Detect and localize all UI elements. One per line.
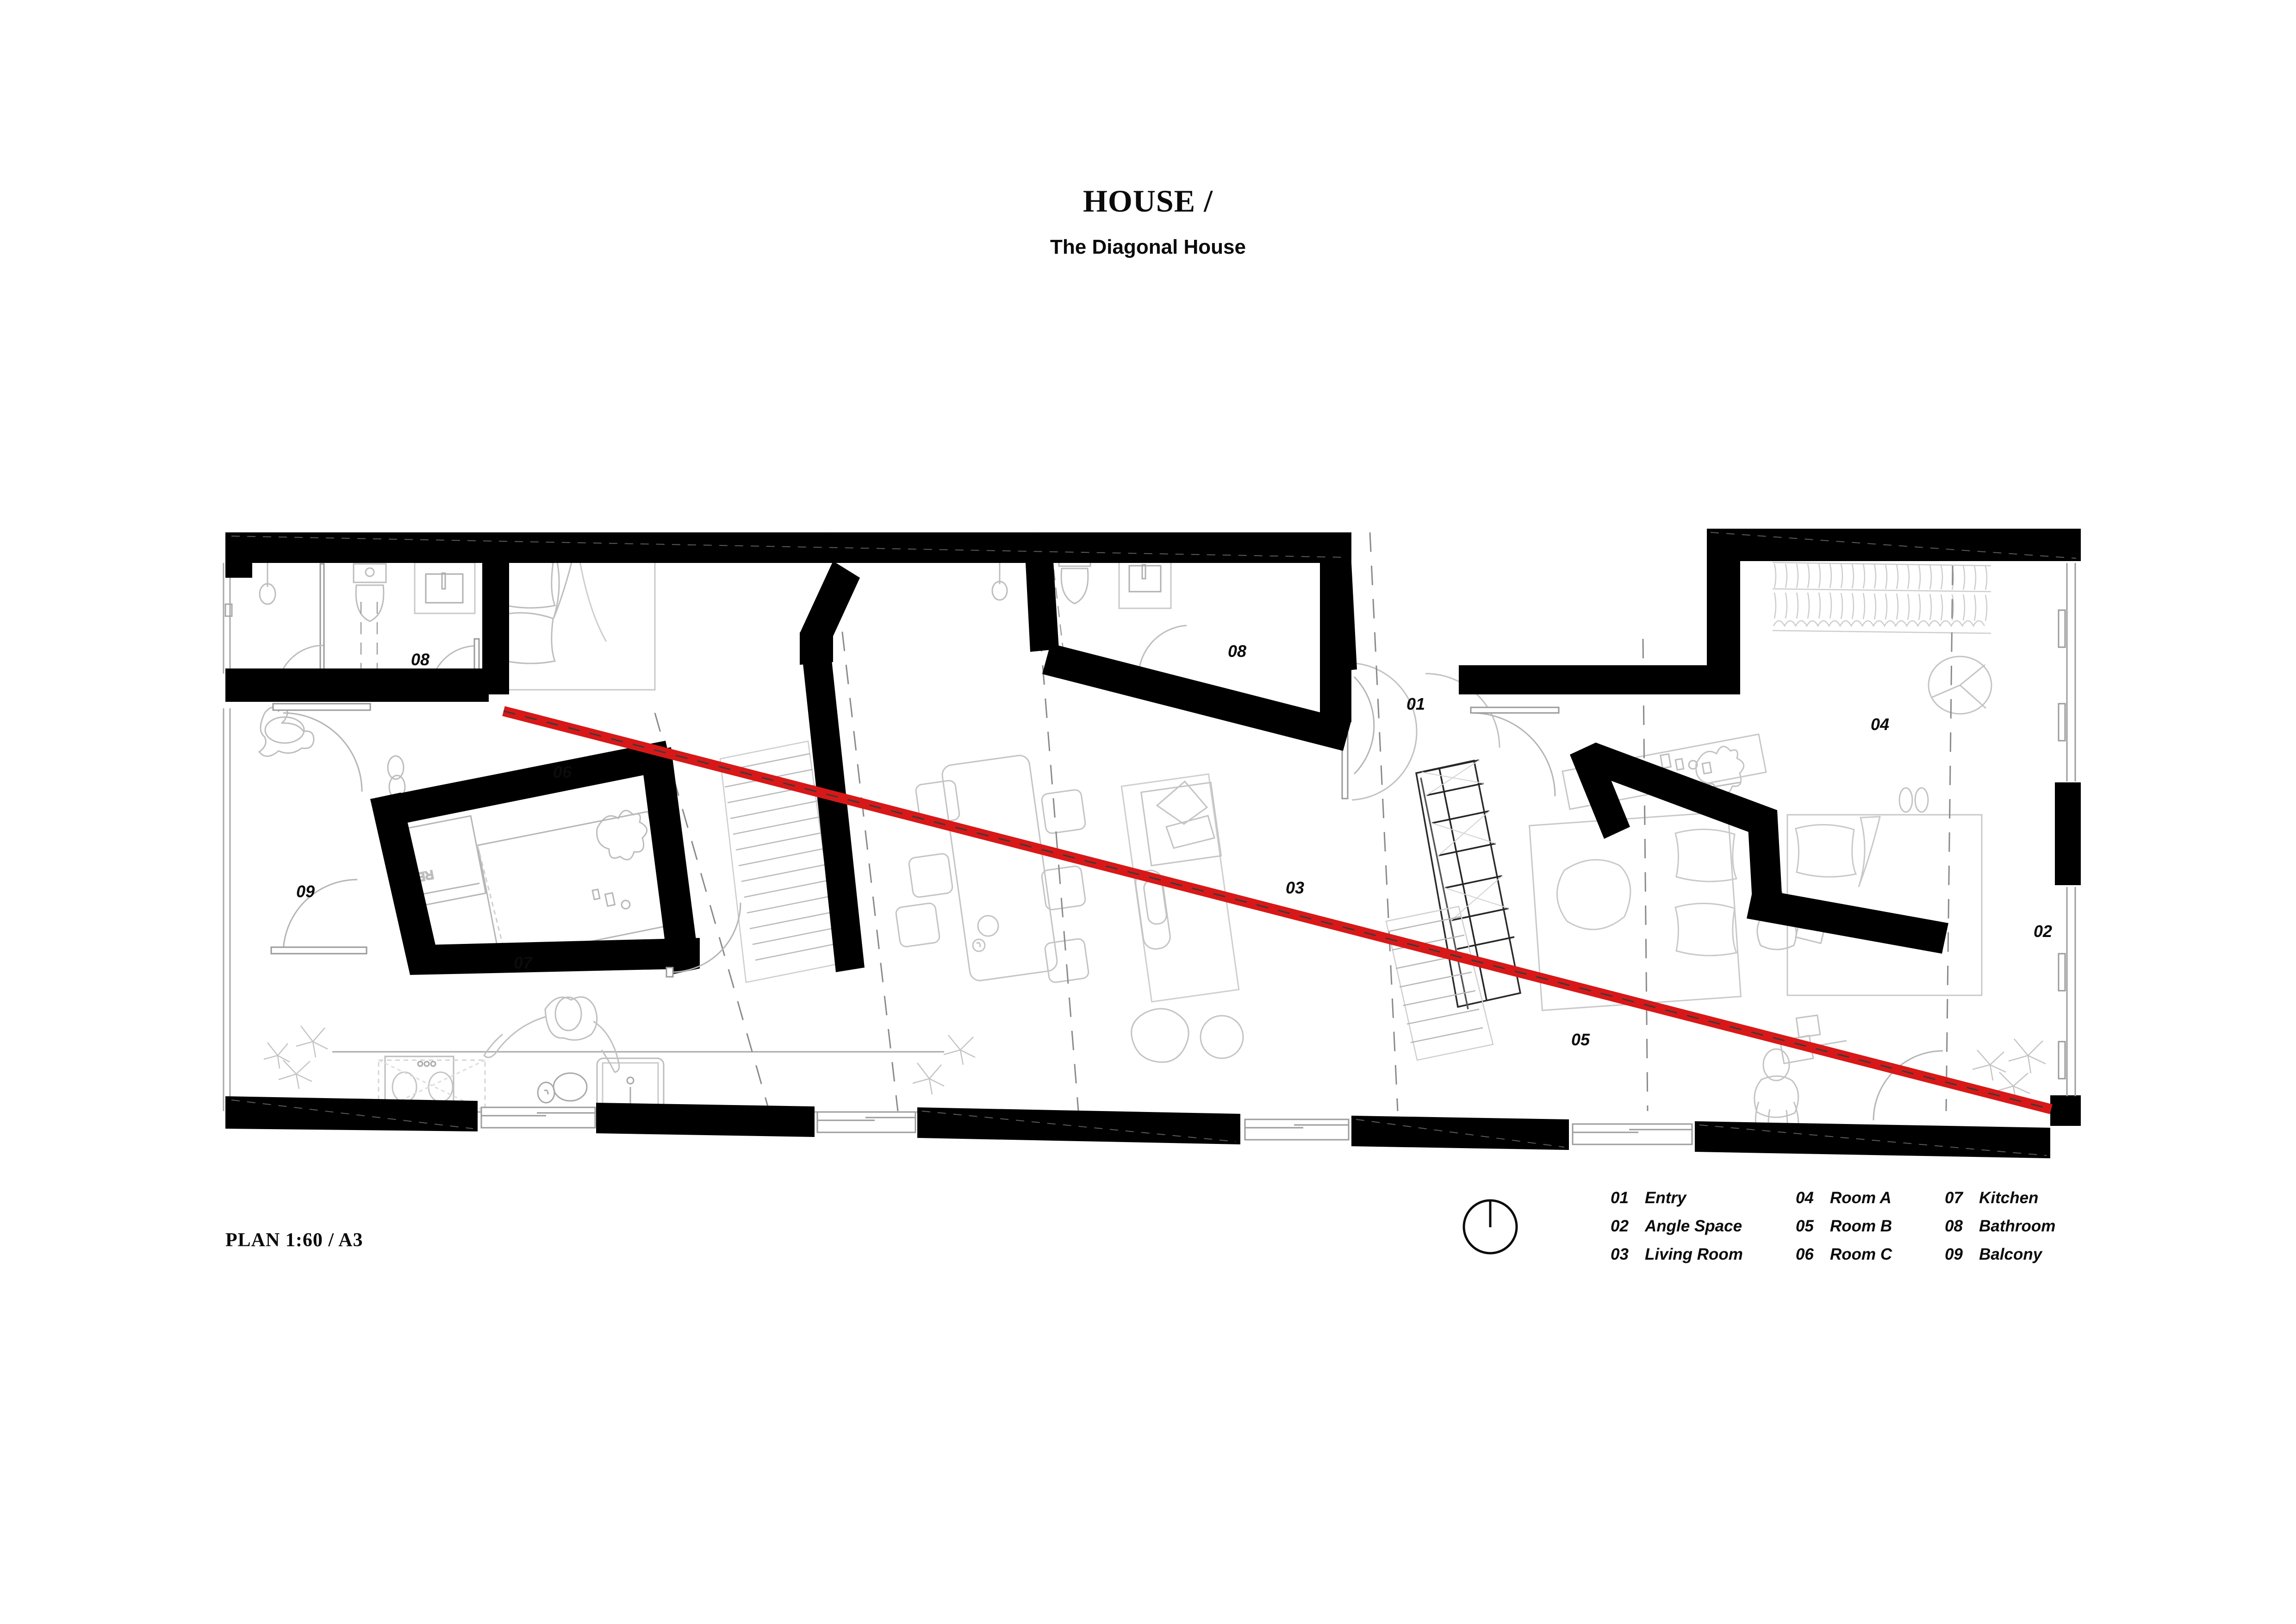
legend-label: Kitchen bbox=[1979, 1189, 2039, 1207]
legend-label: Room A bbox=[1829, 1189, 1892, 1207]
wall-entry-left-return bbox=[1323, 563, 1357, 672]
left-window-glazing bbox=[223, 563, 233, 1111]
legend-item: 04 Room A bbox=[1796, 1190, 1892, 1206]
legend-number: 06 bbox=[1795, 1245, 1814, 1263]
reclining-figure-balcony bbox=[258, 706, 315, 757]
legend-label: Entry bbox=[1645, 1189, 1686, 1207]
room-label-06: 06 bbox=[553, 762, 572, 781]
legend-item: 05 Room B bbox=[1796, 1218, 1892, 1234]
dining-set bbox=[895, 755, 1089, 983]
room-label-08-left: 08 bbox=[411, 650, 429, 669]
plant-living bbox=[912, 1062, 945, 1095]
bath-right-wall-upper-left bbox=[1026, 561, 1059, 652]
wall-entry-notch-horizontal bbox=[1459, 665, 1740, 694]
pouf-room-a bbox=[1928, 656, 1992, 715]
legend-column-2: 04 Room A 05 Room B 06 Room C bbox=[1796, 1190, 1892, 1262]
kitchen-wall-top bbox=[370, 741, 672, 829]
page-subtitle: The Diagonal House bbox=[1050, 236, 1246, 258]
furniture-layer: REF. bbox=[223, 548, 2046, 1152]
wall-hairlines bbox=[231, 532, 2077, 1156]
legend-item: 06 Room C bbox=[1796, 1246, 1892, 1262]
legend-item: 07 Kitchen bbox=[1945, 1190, 2055, 1206]
exterior-wall-right-upper bbox=[2055, 529, 2081, 561]
exterior-wall-top-right bbox=[1707, 529, 2055, 561]
exterior-wall-bottom-s1 bbox=[225, 1096, 478, 1131]
legend-column-3: 07 Kitchen 08 Bathroom 09 Balcony bbox=[1945, 1190, 2055, 1262]
red-diagonal-line bbox=[502, 706, 2053, 1114]
stair-run-center bbox=[1385, 906, 1494, 1061]
room-label-01: 01 bbox=[1406, 694, 1425, 713]
legend-label: Angle Space bbox=[1645, 1217, 1742, 1235]
interior-wall-bathroom-bottom bbox=[225, 668, 489, 702]
curtain-room-a bbox=[1772, 562, 1991, 634]
legend: 01 Entry 02 Angle Space 03 Living Room 0… bbox=[1611, 1190, 2055, 1262]
room-label-07: 07 bbox=[514, 953, 533, 972]
room-b-wall-diag bbox=[1586, 743, 1777, 839]
legend-label: Balcony bbox=[1979, 1245, 2042, 1263]
kitchen-wall-bottom bbox=[410, 938, 700, 975]
legend-number: 02 bbox=[1611, 1217, 1629, 1235]
room-c-bed bbox=[491, 552, 656, 691]
legend-number: 03 bbox=[1611, 1245, 1629, 1263]
plants-angle-space bbox=[1972, 1038, 2046, 1101]
legend-label: Room C bbox=[1829, 1245, 1892, 1263]
scale-note: PLAN 1:60 / A3 bbox=[225, 1230, 363, 1251]
diagonal-line-group bbox=[502, 706, 2053, 1114]
room-label-03: 03 bbox=[1286, 878, 1304, 897]
legend-column-1: 01 Entry 02 Angle Space 03 Living Room bbox=[1611, 1190, 1743, 1262]
title-block: HOUSE / The Diagonal House bbox=[0, 185, 2296, 257]
exterior-wall-left-upper bbox=[225, 532, 252, 578]
wall-near-stair-upper bbox=[800, 630, 833, 665]
pet-figure bbox=[596, 810, 647, 861]
room-label-02: 02 bbox=[2034, 922, 2052, 941]
room-label-04: 04 bbox=[1871, 715, 1889, 734]
window-layer bbox=[480, 563, 2076, 1145]
person-figure-kitchen bbox=[483, 996, 620, 1073]
legend-item: 01 Entry bbox=[1611, 1190, 1743, 1206]
legend-item: 09 Balcony bbox=[1945, 1246, 2055, 1262]
interior-wall-bath-room-c bbox=[482, 563, 509, 694]
bath-right-wall-slope bbox=[1042, 643, 1351, 751]
kitchen-wall-left bbox=[370, 793, 441, 975]
wall-layer bbox=[225, 529, 2081, 1158]
slippers-room-c bbox=[387, 755, 406, 800]
kitchen-wall-right bbox=[641, 747, 700, 975]
legend-number: 09 bbox=[1945, 1245, 1963, 1263]
exterior-wall-top-left bbox=[225, 532, 1351, 563]
legend-item: 03 Living Room bbox=[1611, 1246, 1743, 1262]
page-title: HOUSE / bbox=[1083, 183, 1213, 219]
pet-body bbox=[264, 716, 305, 744]
exterior-wall-right-lower bbox=[2050, 1095, 2081, 1126]
legend-item: 08 Bathroom bbox=[1945, 1218, 2055, 1234]
diagonal-wall-room-c-top bbox=[800, 561, 860, 646]
north-arrow-icon bbox=[1462, 1199, 1518, 1255]
kitchen-island bbox=[477, 811, 673, 961]
exterior-wall-bottom-s2 bbox=[596, 1103, 815, 1137]
room-label-layer: 08 06 09 07 08 01 03 04 05 02 bbox=[296, 642, 2052, 1049]
plants-balcony bbox=[263, 1025, 328, 1089]
diagonal-wall-room-c bbox=[800, 630, 865, 972]
legend-label: Room B bbox=[1829, 1217, 1892, 1235]
legend-number: 07 bbox=[1945, 1189, 1963, 1207]
legend-number: 08 bbox=[1945, 1217, 1963, 1235]
sofa-group bbox=[1120, 773, 1244, 1063]
door-layer bbox=[270, 676, 1943, 1121]
legend-label: Bathroom bbox=[1979, 1217, 2056, 1235]
plant-kitchen bbox=[943, 1035, 976, 1065]
legend-label: Living Room bbox=[1645, 1245, 1743, 1263]
shelf-room-b bbox=[1562, 733, 1767, 810]
legend-item: 02 Angle Space bbox=[1611, 1218, 1743, 1234]
wall-entry-right-return bbox=[1707, 529, 1740, 694]
room-b-wall-top bbox=[1570, 743, 1630, 839]
room-b-wall-bottom bbox=[1747, 888, 1948, 954]
legend-number: 04 bbox=[1795, 1189, 1814, 1207]
exterior-wall-bottom-s4 bbox=[1351, 1116, 1569, 1150]
room-label-09: 09 bbox=[296, 882, 315, 901]
room-label-08-right: 08 bbox=[1228, 642, 1246, 661]
legend-number: 05 bbox=[1795, 1217, 1814, 1235]
slippers-room-a bbox=[1898, 787, 1929, 813]
exterior-wall-right-mid bbox=[2055, 782, 2081, 885]
room-label-05: 05 bbox=[1571, 1030, 1590, 1049]
legend-number: 01 bbox=[1611, 1189, 1629, 1207]
